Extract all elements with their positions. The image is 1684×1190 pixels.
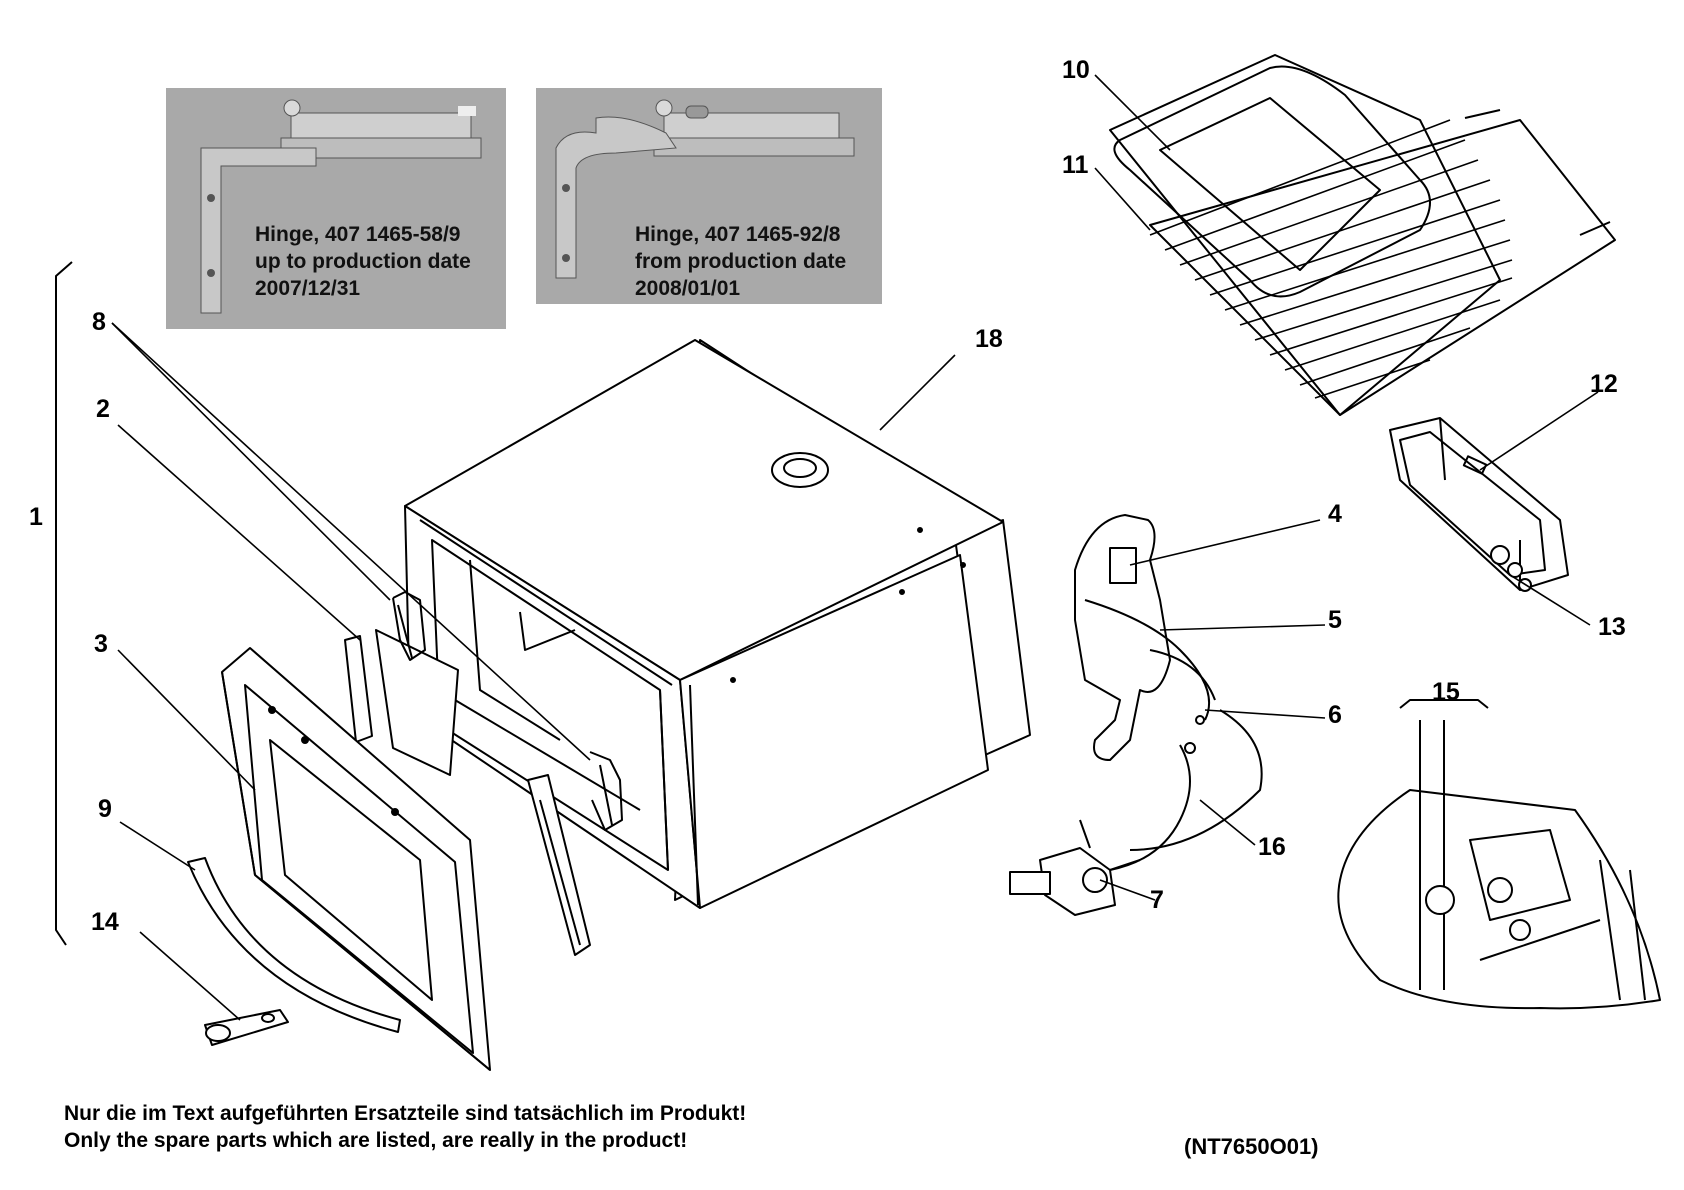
callout-1: 1	[29, 503, 43, 531]
handle-clip	[204, 1009, 289, 1046]
callout-7: 7	[1150, 886, 1164, 914]
assembly-bracket	[55, 261, 73, 946]
callout-13: 13	[1598, 613, 1626, 641]
note-german: Nur die im Text aufgeführten Ersatzteile…	[64, 1102, 747, 1125]
diagram-code: (NT7650O01)	[1184, 1134, 1319, 1159]
hinge-old-icon	[200, 99, 482, 314]
callout-6: 6	[1328, 701, 1342, 729]
callout-4: 4	[1328, 500, 1342, 528]
callout-16: 16	[1258, 833, 1286, 861]
hinge-new-icon	[555, 99, 855, 279]
grill-rack	[1109, 54, 1616, 416]
callout-10: 10	[1062, 56, 1090, 84]
note-english: Only the spare parts which are listed, a…	[64, 1129, 688, 1152]
hinge-left	[392, 591, 426, 661]
hinge-right	[589, 751, 623, 831]
door-strip	[344, 635, 373, 743]
hinge-new-line2: from production date	[635, 250, 847, 273]
hinge-old-line3: 2007/12/31	[255, 277, 361, 300]
door-inner-glass	[375, 629, 459, 776]
callout-9: 9	[98, 795, 112, 823]
control-module	[1389, 417, 1569, 592]
door-side-rail	[527, 774, 591, 956]
cabinet-housing	[404, 339, 1031, 909]
callout-12: 12	[1590, 370, 1618, 398]
door-front	[221, 647, 491, 1071]
gas-valve-assembly	[1009, 514, 1263, 916]
callout-8: 8	[92, 308, 106, 336]
hinge-photo-new: Hinge, 407 1465-92/8 from production dat…	[536, 88, 882, 304]
hinge-new-line1: Hinge, 407 1465-92/8	[635, 223, 841, 246]
callout-14: 14	[91, 908, 119, 936]
callout-3: 3	[94, 630, 108, 658]
callout-11: 11	[1062, 151, 1089, 179]
hinge-old-line2: up to production date	[255, 250, 471, 273]
callout-18: 18	[975, 325, 1003, 353]
hinge-new-line3: 2008/01/01	[635, 277, 741, 300]
hinge-old-line1: Hinge, 407 1465-58/9	[255, 223, 461, 246]
callout-5: 5	[1328, 606, 1342, 634]
detail-view	[1337, 699, 1661, 1010]
leader-lines	[111, 74, 1599, 1021]
hinge-photo-old: Hinge, 407 1465-58/9 up to production da…	[166, 88, 506, 329]
door-handle	[187, 857, 401, 1033]
callout-15: 15	[1432, 678, 1460, 706]
callout-2: 2	[96, 395, 110, 423]
